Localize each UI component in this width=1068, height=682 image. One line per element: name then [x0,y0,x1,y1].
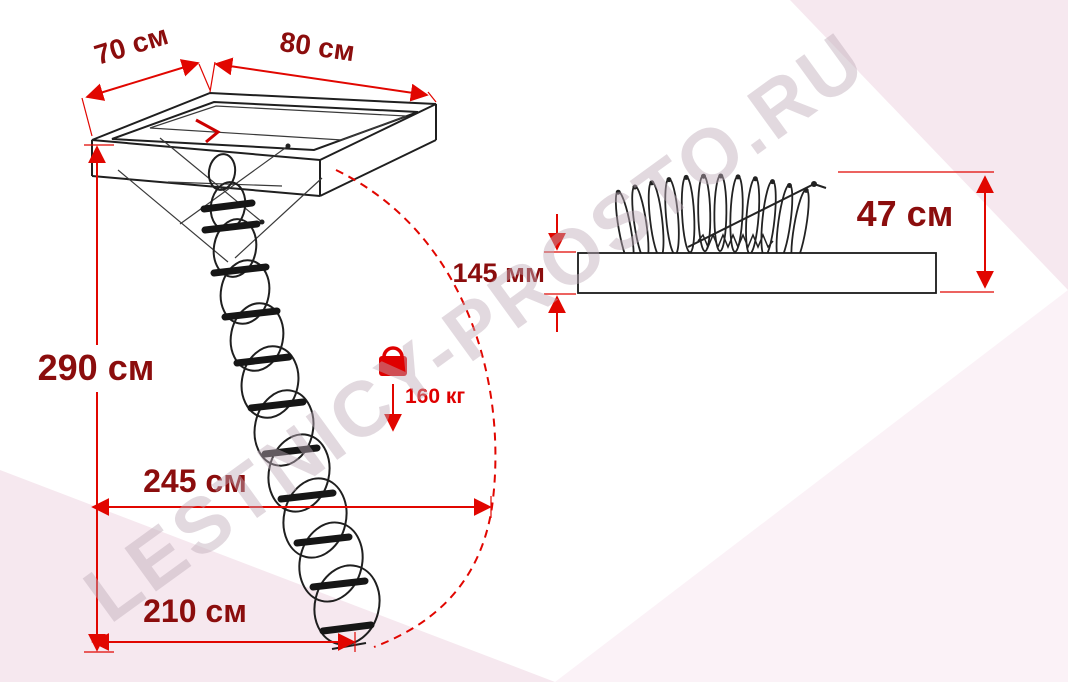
dim-290-label: 290 см [38,347,155,388]
dim-47-label: 47 см [857,193,954,234]
side-view [577,173,937,294]
fold-rod [687,183,815,248]
weight-icon-handle [382,346,404,358]
dim-245-label: 245 см [143,463,247,499]
dimension-145: 145 мм [453,214,576,332]
dimension-210: 210 см [91,593,356,652]
hatch-lid [149,105,407,141]
red-latch [195,118,221,144]
dim-145-label: 145 мм [453,258,546,288]
dim-210-label: 210 см [143,593,247,629]
max-load-label: 160 кг [405,385,465,408]
side-view-box [577,252,937,294]
spring [697,233,774,249]
attic-hatch-box [91,91,437,197]
dimension-47: 47 см [838,171,994,293]
max-load: 160 кг [379,346,465,432]
ladder-steps [200,199,375,635]
swing-arc [335,169,497,648]
dimension-245: 245 см [91,463,492,518]
dimension-290: 290 см [38,144,155,653]
hatch-mechanism [117,118,323,263]
weight-icon [379,356,407,376]
